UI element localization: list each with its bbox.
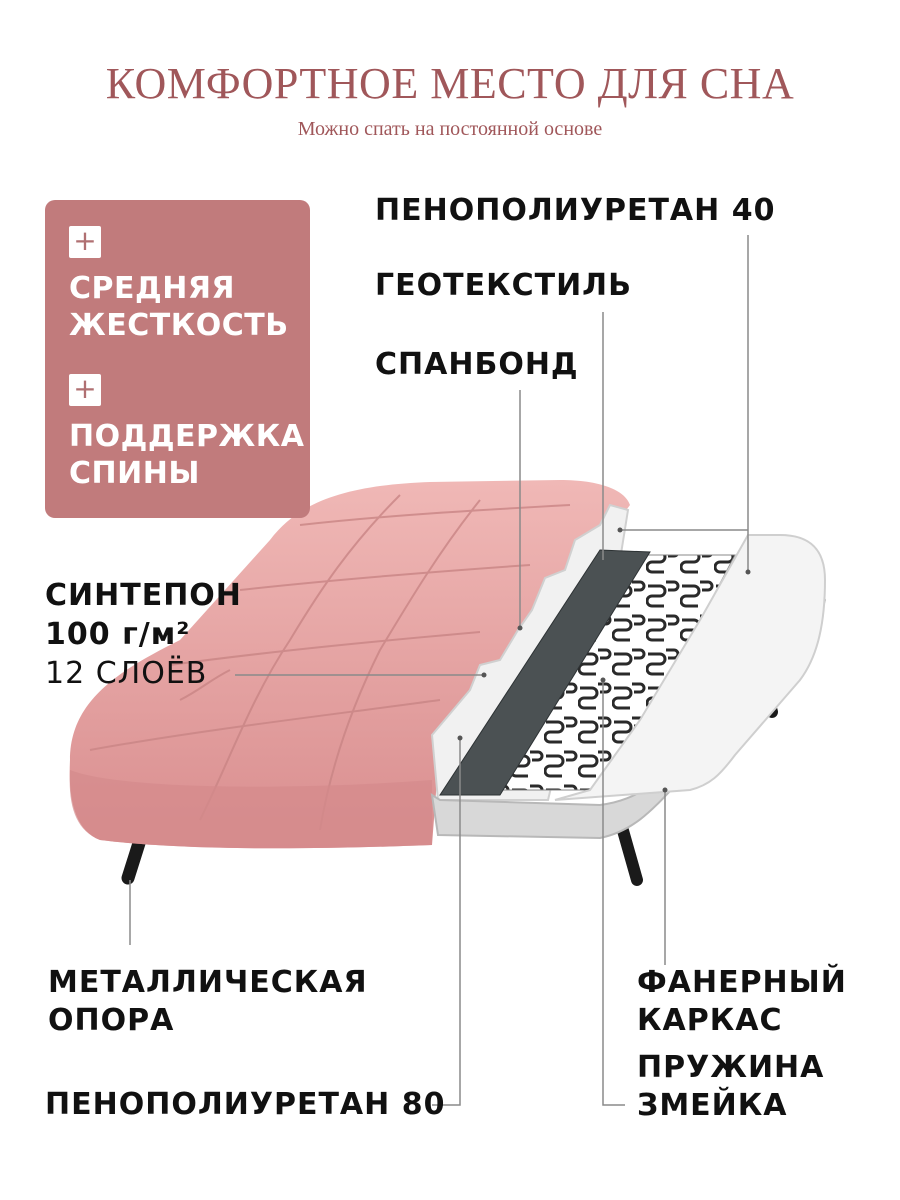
leader-lines	[129, 235, 749, 1106]
leader-dots	[457, 527, 751, 793]
page-subtitle: Можно спать на постоянной основе	[297, 118, 603, 140]
label-sintepon-layers: 12 СЛОЁВ	[45, 656, 208, 691]
label-metal-support: МЕТАЛЛИЧЕСКАЯ	[48, 965, 368, 1000]
spanbond-strip	[439, 549, 651, 796]
label-spanbond: СПАНБОНД	[375, 347, 579, 382]
label-snake-spring: ПРУЖИНА	[637, 1050, 825, 1085]
page-title: КОМФОРТНОЕ МЕСТО ДЛЯ СНА	[105, 59, 795, 108]
label-geotextile: ГЕОТЕКСТИЛЬ	[375, 268, 632, 303]
label-ppu-40: ПЕНОПОЛИУРЕТАН 40	[375, 193, 776, 228]
plus-icon: +	[69, 374, 101, 406]
feature-line: ПОДДЕРЖКА	[69, 419, 305, 454]
sofa-leg	[121, 833, 147, 885]
label-ppu-80: ПЕНОПОЛИУРЕТАН 80	[45, 1087, 446, 1122]
feature-stiffness: СРЕДНЯЯ ЖЕСТКОСТЬ	[69, 270, 289, 344]
feature-back-support: ПОДДЕРЖКА СПИНЫ	[69, 418, 305, 492]
feature-line: СПИНЫ	[69, 456, 200, 491]
plus-icon: +	[69, 226, 101, 258]
label-snake-spring-2: ЗМЕЙКА	[637, 1088, 788, 1123]
label-metal-support-2: ОПОРА	[48, 1003, 175, 1038]
foam-pad	[554, 534, 827, 801]
feature-line: СРЕДНЯЯ	[69, 271, 236, 306]
label-plywood-frame-2: КАРКАС	[637, 1003, 783, 1038]
feature-line: ЖЕСТКОСТЬ	[69, 308, 289, 343]
label-sintepon: СИНТЕПОН	[45, 578, 242, 613]
features-panel: + СРЕДНЯЯ ЖЕСТКОСТЬ + ПОДДЕРЖКА СПИНЫ	[45, 200, 310, 518]
label-sintepon-density: 100 г/м²	[45, 617, 191, 652]
tufting-lines	[89, 494, 571, 831]
upholstered-seat	[69, 480, 630, 849]
label-plywood-frame: ФАНЕРНЫЙ	[637, 965, 847, 1000]
